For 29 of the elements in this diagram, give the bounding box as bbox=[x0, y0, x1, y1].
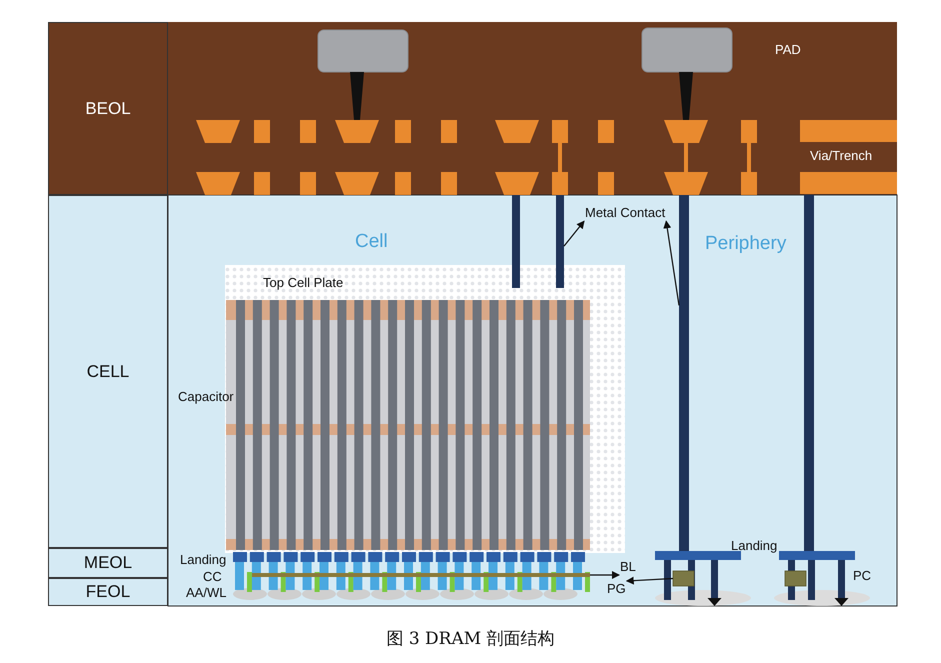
part-label: PC bbox=[853, 569, 872, 584]
leader-line bbox=[663, 220, 680, 306]
region-label: Periphery bbox=[705, 234, 786, 255]
leader-line bbox=[626, 576, 674, 585]
part-label: Landing bbox=[731, 539, 778, 554]
contact-plug bbox=[512, 195, 520, 288]
part-label: Landing bbox=[180, 553, 226, 568]
leader-line bbox=[590, 571, 620, 579]
figure-caption: 图 3 DRAM 剖面结构 bbox=[385, 630, 556, 649]
contact-plug bbox=[556, 195, 564, 288]
part-label: Capacitor bbox=[178, 390, 234, 404]
part-label: CC bbox=[203, 570, 222, 584]
contact-plug bbox=[679, 195, 689, 551]
part-label: BL bbox=[620, 560, 636, 574]
region-label: Cell bbox=[355, 232, 388, 253]
part-label: Top Cell Plate bbox=[263, 276, 344, 290]
part-label: AA/WL bbox=[186, 586, 226, 600]
part-label: PG bbox=[607, 582, 626, 596]
layer-label-cell: CELL bbox=[48, 195, 168, 548]
layer-label: Via/Trench bbox=[810, 149, 872, 164]
gate-block bbox=[784, 570, 806, 586]
leader-line bbox=[564, 220, 585, 247]
layer-label-cell: MEOL bbox=[48, 548, 168, 578]
contact-plug bbox=[804, 195, 814, 551]
pad-label: PAD bbox=[775, 43, 801, 58]
layer-label-cell: FEOL bbox=[48, 578, 168, 606]
part-label: Metal Contact bbox=[585, 206, 666, 220]
layer-label-cell: BEOL bbox=[48, 22, 168, 195]
gate-block bbox=[672, 570, 694, 586]
